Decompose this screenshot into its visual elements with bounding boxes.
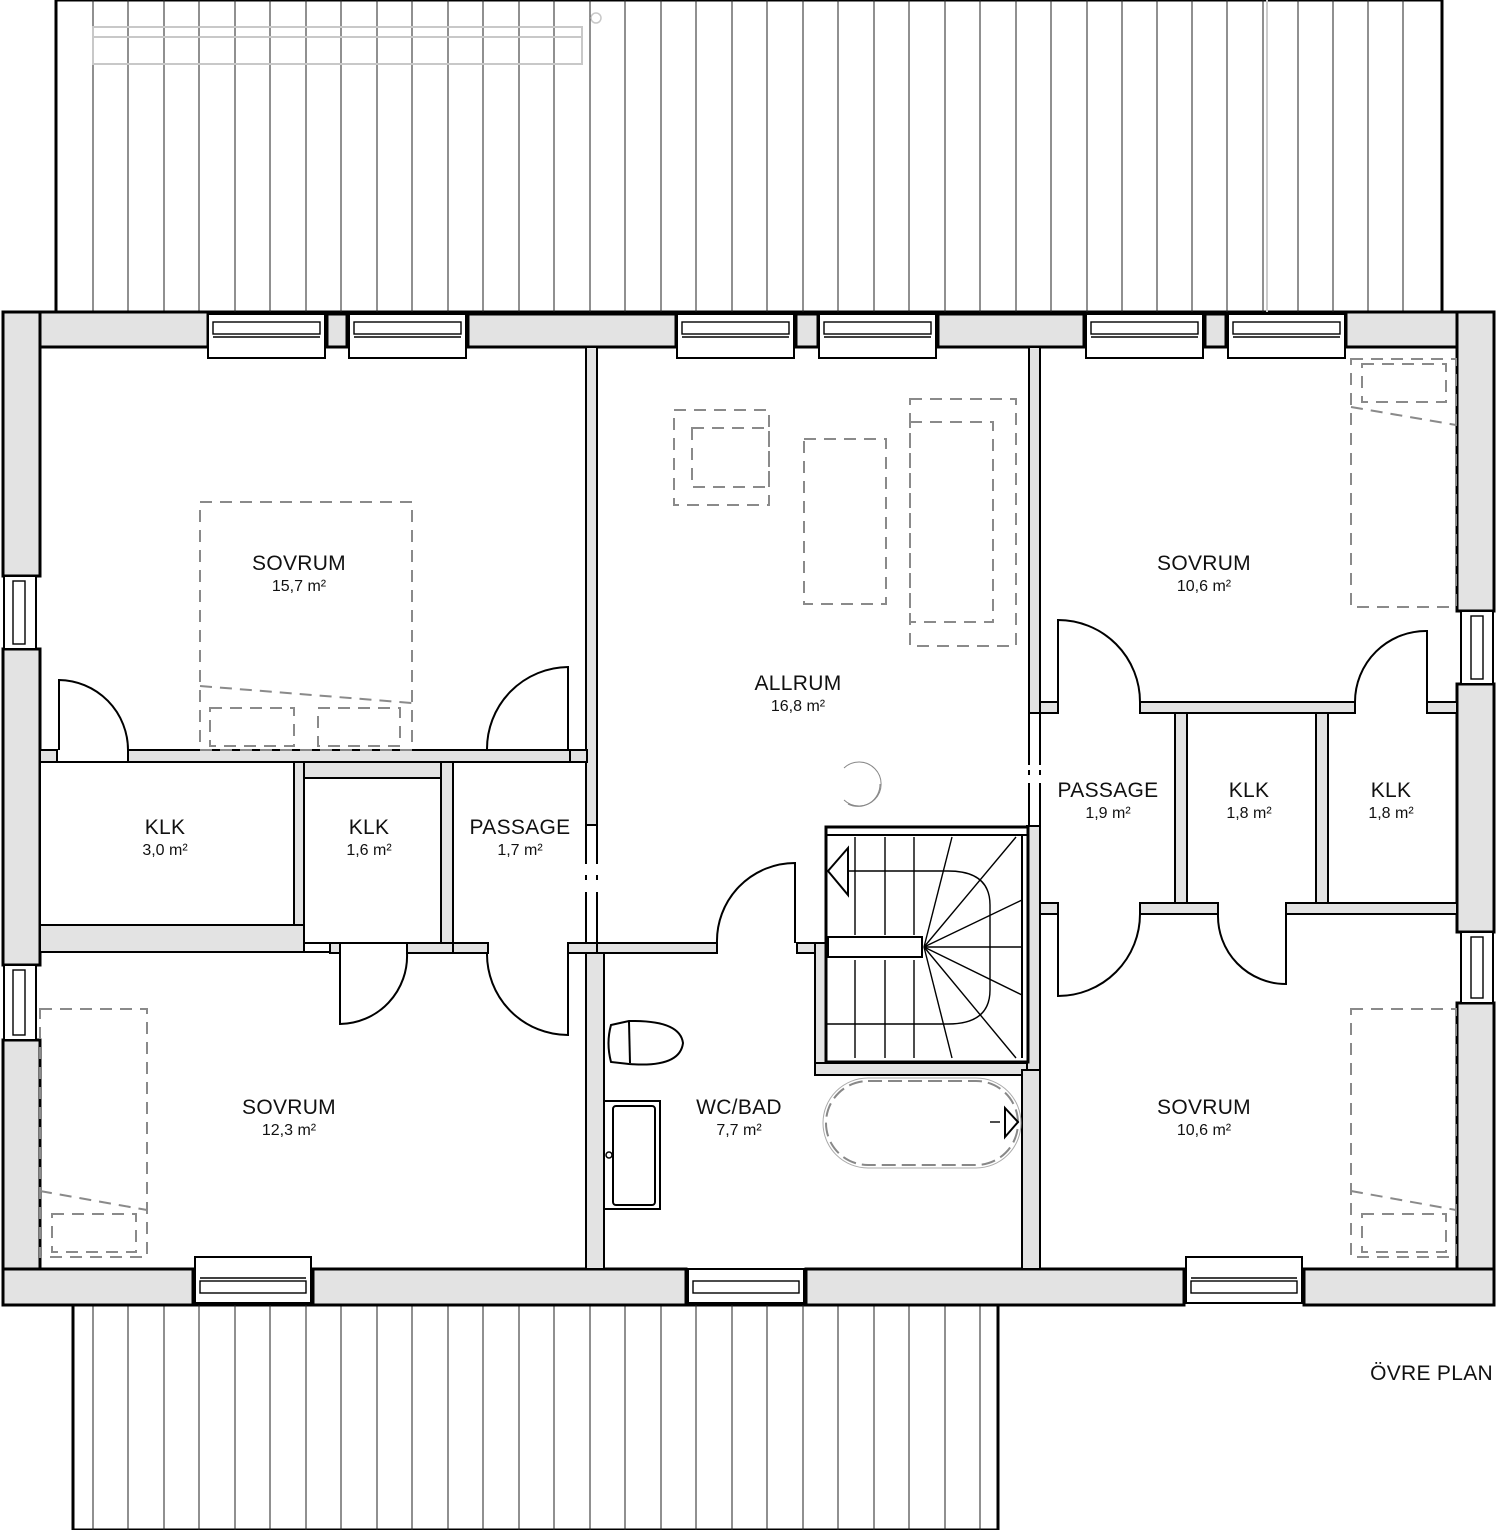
room-name: KLK	[144, 816, 186, 839]
room-name: PASSAGE	[469, 816, 571, 839]
room-area: 1,9 m²	[1085, 805, 1131, 822]
room-sovrum-sw: SOVRUM 12,3 m²	[242, 1096, 336, 1142]
room-name: WC/BAD	[696, 1096, 782, 1119]
room-allrum: ALLRUM 16,8 m²	[755, 672, 842, 718]
room-area: 1,8 m²	[1226, 805, 1272, 822]
room-area: 16,8 m²	[770, 698, 826, 715]
room-sovrum-ne: SOVRUM 10,6 m²	[1157, 552, 1251, 598]
roof-bottom	[71, 1303, 1000, 1530]
room-klk-1: KLK 3,0 m²	[142, 816, 187, 862]
room-name: SOVRUM	[1157, 552, 1251, 575]
furniture	[39, 358, 1457, 1258]
room-area: 1,7 m²	[497, 842, 543, 859]
room-name: KLK	[1228, 779, 1270, 802]
room-area: 1,6 m²	[346, 842, 392, 859]
room-klk-2: KLK 1,6 m²	[346, 816, 391, 862]
room-area: 7,7 m²	[716, 1122, 762, 1139]
room-area: 12,3 m²	[261, 1122, 317, 1139]
room-area: 15,7 m²	[271, 578, 327, 595]
room-passage-e: PASSAGE 1,9 m²	[1058, 779, 1159, 825]
room-sovrum-nw: SOVRUM 15,7 m²	[252, 552, 346, 598]
interior-walls	[39, 346, 1458, 1270]
room-name: ALLRUM	[754, 672, 842, 695]
room-wc-bad: WC/BAD 7,7 m²	[696, 1096, 782, 1142]
staircase	[824, 825, 1030, 1064]
room-klk-4: KLK 1,8 m²	[1368, 779, 1413, 825]
room-name: SOVRUM	[242, 1096, 336, 1119]
room-klk-3: KLK 1,8 m²	[1226, 779, 1271, 825]
room-passage-w: PASSAGE 1,7 m²	[470, 816, 571, 862]
room-area: 3,0 m²	[142, 842, 188, 859]
room-name: PASSAGE	[1057, 779, 1159, 802]
room-name: SOVRUM	[1157, 1096, 1251, 1119]
plan-title: ÖVRE PLAN	[1370, 1362, 1493, 1385]
room-area: 10,6 m²	[1176, 578, 1232, 595]
roof-top	[54, 0, 1444, 314]
windows	[3, 313, 1494, 1304]
room-name: KLK	[348, 816, 390, 839]
room-sovrum-se: SOVRUM 10,6 m²	[1157, 1096, 1251, 1142]
room-name: SOVRUM	[252, 552, 346, 575]
room-area: 10,6 m²	[1176, 1122, 1232, 1139]
room-area: 1,8 m²	[1368, 805, 1414, 822]
doors	[58, 618, 1428, 1037]
room-name: KLK	[1370, 779, 1412, 802]
bathroom-fixtures	[603, 1019, 1022, 1210]
